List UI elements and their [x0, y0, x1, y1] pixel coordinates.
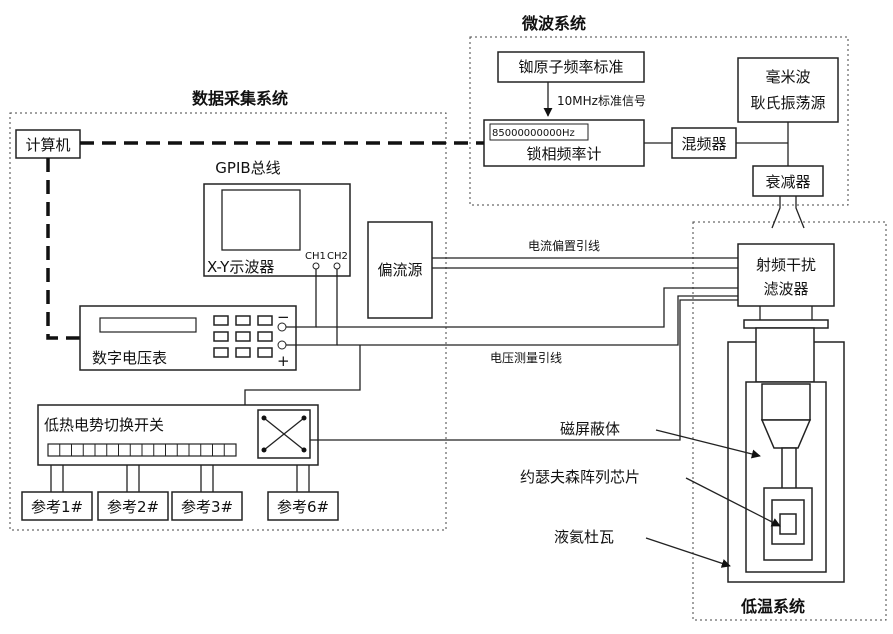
xy-oscilloscope-label: X-Y示波器: [207, 258, 274, 276]
reference-box: [97, 491, 169, 521]
switch-contact: [261, 415, 267, 421]
voltage-line-top: [316, 287, 738, 328]
shield-top: [761, 383, 811, 421]
voltage-line-bottom: [337, 295, 738, 346]
waveguide-horn: [771, 196, 805, 229]
rf-filter-label-line1: 射频干扰: [756, 256, 816, 274]
voltage-line-label: 电压测量引线: [490, 351, 562, 365]
dewar-label: 液氦杜瓦: [554, 528, 614, 546]
magnetic-shield-label: 磁屏蔽体: [560, 420, 620, 438]
voltmeter-plus-terminal: [277, 340, 287, 350]
chip-pointer: [685, 477, 781, 527]
switch-cryo-wire: [310, 299, 738, 441]
minus-label: −: [277, 308, 290, 326]
voltmeter-key[interactable]: [257, 315, 273, 326]
switch-contact: [261, 447, 267, 453]
ch1-connector: [312, 262, 320, 270]
probe-flange: [743, 319, 829, 329]
voltmeter-key[interactable]: [235, 315, 251, 326]
counter-display: [489, 123, 589, 141]
ch2-connector: [333, 262, 341, 270]
rubidium-standard-label: 铷原子频率标准: [518, 58, 623, 76]
voltmeter-key[interactable]: [213, 331, 229, 342]
shield-taper: [760, 419, 812, 449]
mixer-label: 混频器: [681, 135, 726, 153]
daq-title: 数据采集系统: [192, 89, 288, 108]
cryo-title: 低温系统: [740, 597, 805, 616]
probe-head: [755, 327, 815, 383]
bias-source-label: 偏流源: [377, 261, 422, 279]
gunn-oscillator-label-line1: 毫米波: [765, 68, 810, 86]
probe-stem: [781, 447, 797, 495]
ref-signal-label: 10MHz标准信号: [557, 94, 646, 108]
josephson-chip: [779, 513, 797, 535]
dewar-pointer: [645, 537, 731, 568]
ch2-label: CH2: [327, 251, 348, 262]
reference-standards: 参考1# 参考2# 参考3# 参考6#: [21, 465, 339, 521]
voltmeter-key[interactable]: [235, 347, 251, 358]
voltmeter-display: [99, 317, 197, 333]
low-thermal-switch-label: 低热电势切换开关: [44, 416, 164, 434]
rf-filter-label-line2: 滤波器: [763, 280, 808, 298]
bias-source-box: [367, 221, 433, 319]
attenuator-label: 衰减器: [765, 173, 810, 191]
gunn-oscillator-box: [737, 57, 839, 123]
reference-label: 参考2#: [107, 498, 159, 516]
bias-line-label: 电流偏置引线: [528, 238, 600, 253]
switch-contact: [301, 415, 307, 421]
switch-contact: [301, 447, 307, 453]
voltmeter-key[interactable]: [213, 347, 229, 358]
computer-label: 计算机: [25, 136, 70, 154]
ch1-label: CH1: [305, 251, 326, 262]
computer-box: [15, 129, 81, 159]
reference-box: [267, 491, 339, 521]
reference-box: [171, 491, 243, 521]
plus-label: +: [277, 352, 290, 370]
voltmeter-key[interactable]: [213, 315, 229, 326]
josephson-chip-label: 约瑟夫森阵列芯片: [520, 468, 640, 486]
shield-pointer: [655, 429, 761, 459]
voltmeter-key[interactable]: [257, 347, 273, 358]
reference-label: 参考3#: [181, 498, 233, 516]
switch-cross-b: [263, 417, 305, 451]
oscilloscope-screen: [221, 189, 301, 251]
gunn-oscillator-label-line2: 耿氏振荡源: [750, 94, 825, 112]
daq-region: [9, 112, 447, 531]
voltmeter-key[interactable]: [257, 331, 273, 342]
rf-filter-box: [737, 243, 835, 307]
digital-voltmeter-label: 数字电压表: [92, 349, 167, 367]
reference-label: 参考1#: [31, 498, 83, 516]
attenuator-box: [752, 165, 824, 197]
phase-lock-counter-label: 锁相频率计: [526, 145, 601, 163]
voltmeter-switch-wire: [244, 345, 361, 405]
microwave-title: 微波系统: [521, 14, 586, 33]
voltmeter-key[interactable]: [235, 331, 251, 342]
gpib-bus-to-voltmeter: [46, 158, 104, 340]
counter-display-value: 85000000000Hz: [492, 128, 575, 139]
microwave-region: [469, 36, 849, 206]
gpib-label: GPIB总线: [215, 159, 280, 177]
reference-box: [21, 491, 93, 521]
reference-label: 参考6#: [277, 498, 329, 516]
cryo-region: [692, 221, 887, 621]
rubidium-standard-box: [497, 51, 645, 83]
switch-channel-ticks: [59, 444, 225, 456]
